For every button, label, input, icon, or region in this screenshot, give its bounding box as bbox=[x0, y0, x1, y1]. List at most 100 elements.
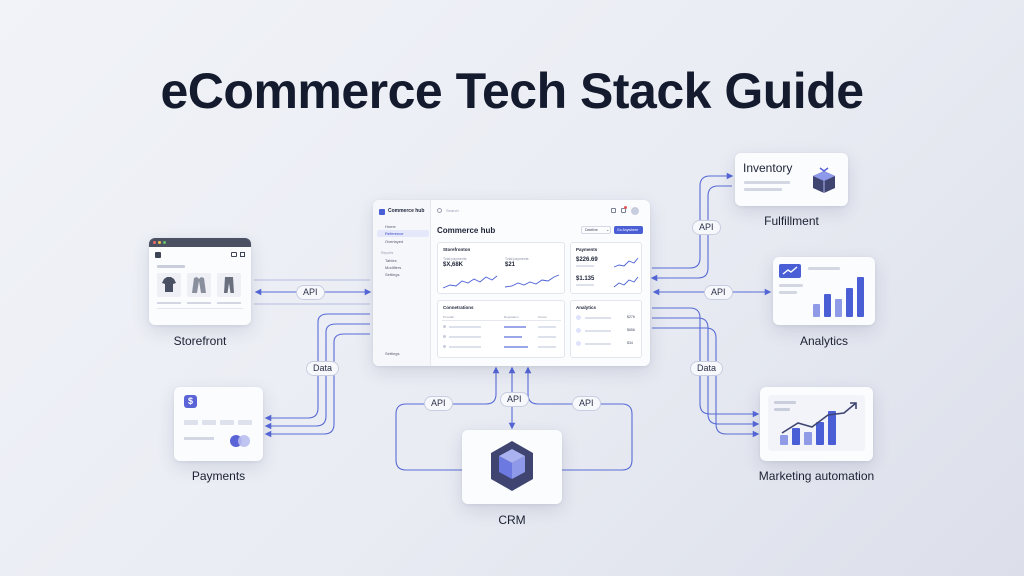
inventory-line bbox=[744, 188, 782, 191]
payments-sparklines bbox=[613, 257, 639, 288]
sidebar-item-tables[interactable]: Tables bbox=[385, 258, 397, 263]
product-caption-line bbox=[157, 302, 181, 304]
hub-page-title: Commerce hub bbox=[437, 226, 496, 235]
list-item bbox=[585, 330, 611, 332]
list-item bbox=[585, 317, 611, 319]
bell-icon[interactable] bbox=[611, 208, 616, 213]
window-dot-yellow bbox=[158, 241, 161, 244]
metric2-label: Total payments bbox=[505, 257, 529, 261]
table-row-bar bbox=[538, 336, 556, 338]
storefront-panel-title: Storefronton bbox=[443, 247, 471, 252]
analytics-panel-title: Analytics bbox=[576, 305, 597, 310]
sidebar-item-home[interactable]: Home bbox=[385, 224, 396, 229]
product-tile-tshirt[interactable] bbox=[157, 273, 181, 297]
analytics-value-2: $656 bbox=[627, 328, 635, 332]
payments-label: Payments bbox=[191, 469, 246, 483]
marketing-line bbox=[774, 401, 796, 404]
wire-crm-right bbox=[524, 366, 633, 471]
pants-icon bbox=[224, 277, 234, 293]
api-label-storefront: API bbox=[296, 285, 325, 300]
row-dot bbox=[443, 345, 446, 348]
connections-panel: Connetrations Provider Reputation Ounce bbox=[437, 300, 565, 358]
analytics-row-icon bbox=[576, 341, 581, 346]
table-divider bbox=[442, 320, 561, 321]
dollar-icon: $ bbox=[184, 395, 197, 408]
trend-line-icon bbox=[781, 402, 857, 434]
row-dot bbox=[443, 325, 446, 328]
payments-panel-title: Payments bbox=[576, 247, 598, 252]
analytics-row-icon bbox=[576, 315, 581, 320]
marketing-line bbox=[774, 408, 790, 411]
marketing-card[interactable] bbox=[760, 387, 873, 461]
sidebar-item-reference[interactable]: Reference bbox=[385, 231, 404, 236]
hub-search-input[interactable]: Search bbox=[446, 208, 459, 213]
bar bbox=[857, 277, 864, 317]
cube-icon bbox=[491, 441, 533, 491]
list-item bbox=[585, 343, 611, 345]
card-holder-line bbox=[184, 437, 214, 440]
analytics-value-3: $34 bbox=[627, 341, 633, 345]
dateline-filter[interactable]: Dateline ⌄ bbox=[581, 226, 611, 234]
hub-brand: Commerce hub bbox=[388, 208, 425, 214]
column-header-reputation: Reputation bbox=[504, 315, 519, 319]
analytics-row-icon bbox=[576, 328, 581, 333]
storefront-label: Storefront bbox=[173, 334, 227, 348]
menu-icon[interactable] bbox=[240, 252, 245, 257]
table-row-bar bbox=[504, 326, 526, 328]
connections-panel-title: Connetrations bbox=[443, 305, 474, 310]
table-row bbox=[449, 336, 481, 338]
go-anywhere-button[interactable]: Go Anywhere bbox=[614, 226, 643, 234]
metric1-value: $X,68K bbox=[443, 262, 464, 268]
sidebar-active-highlight bbox=[377, 230, 429, 237]
crm-card[interactable] bbox=[462, 430, 562, 504]
avatar[interactable] bbox=[631, 207, 639, 215]
inventory-line bbox=[744, 181, 790, 184]
commerce-hub-dashboard[interactable]: Commerce hub Home Reference Overlayed Re… bbox=[373, 200, 650, 366]
shop-logo-icon bbox=[155, 252, 161, 258]
analytics-bar-chart bbox=[813, 275, 869, 317]
api-label-crm-center: API bbox=[500, 392, 529, 407]
storefront-footer-divider bbox=[157, 308, 243, 316]
bar bbox=[804, 432, 812, 445]
table-row-bar bbox=[538, 326, 556, 328]
marketing-bar-chart bbox=[780, 407, 856, 445]
analytics-card[interactable] bbox=[773, 257, 875, 325]
bar bbox=[792, 428, 800, 445]
table-row-bar bbox=[538, 346, 556, 348]
line-chart-glyph bbox=[782, 266, 798, 275]
column-header-provider: Provider bbox=[443, 315, 455, 319]
api-label-crm-left: API bbox=[424, 396, 453, 411]
inventory-card[interactable]: Inventory bbox=[735, 153, 848, 206]
search-icon bbox=[437, 208, 442, 213]
notification-icon[interactable] bbox=[621, 208, 626, 213]
crm-label: CRM bbox=[498, 513, 526, 527]
window-dot-green bbox=[163, 241, 166, 244]
browser-titlebar bbox=[149, 238, 251, 247]
storefront-card[interactable] bbox=[149, 238, 251, 325]
bar bbox=[835, 299, 842, 317]
row-dot bbox=[443, 335, 446, 338]
payments-card[interactable]: $ bbox=[174, 387, 263, 461]
table-row bbox=[449, 326, 481, 328]
wire-inventory-2 bbox=[650, 185, 732, 282]
page-title: eCommerce Tech Stack Guide bbox=[160, 63, 864, 119]
product-tile-pants[interactable] bbox=[217, 273, 241, 297]
sparkline-chart bbox=[504, 274, 560, 288]
wire-crm-left bbox=[395, 366, 500, 471]
metric1-label: Total payments bbox=[443, 257, 467, 261]
chevron-down-icon: ⌄ bbox=[606, 227, 610, 232]
sidebar-item-modifiers[interactable]: Modifiers bbox=[385, 265, 402, 270]
api-label-crm-right: API bbox=[572, 396, 601, 411]
card-brand-circle-right bbox=[238, 435, 250, 447]
payments-panel: Payments $226.69 $1.135 bbox=[570, 242, 642, 294]
card-number-chip bbox=[220, 420, 234, 425]
analytics-line bbox=[779, 291, 797, 294]
cart-icon[interactable] bbox=[231, 252, 237, 257]
analytics-value-1: $276 bbox=[627, 315, 635, 319]
tshirt-icon bbox=[162, 277, 176, 292]
sidebar-item-settings[interactable]: Settings bbox=[385, 272, 400, 277]
sidebar-footer-settings[interactable]: Settings bbox=[385, 351, 400, 356]
product-tile-jacket[interactable] bbox=[187, 273, 211, 297]
sidebar-item-overlayed[interactable]: Overlayed bbox=[385, 239, 404, 244]
table-row-bar bbox=[504, 336, 522, 338]
